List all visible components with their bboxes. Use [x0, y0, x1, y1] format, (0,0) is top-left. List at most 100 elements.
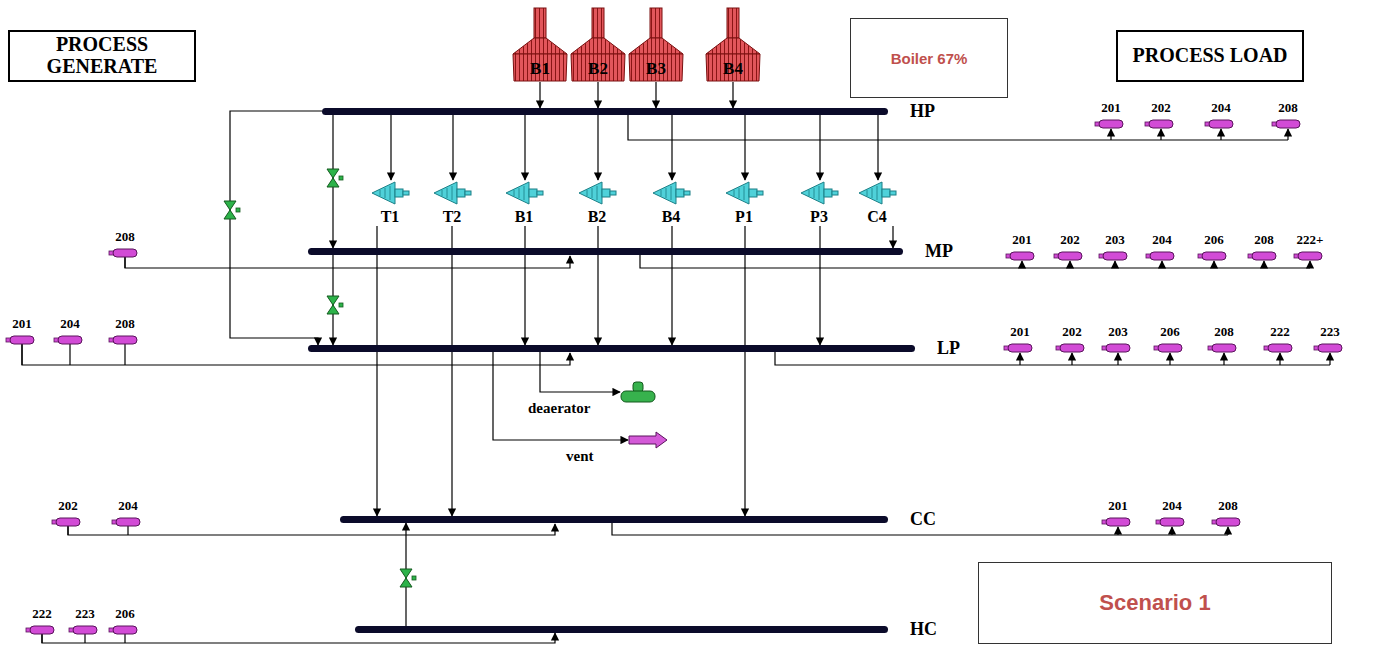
consumer-icon: [109, 626, 137, 643]
unit-number: 206: [1204, 232, 1224, 247]
unit-number: 202: [1062, 324, 1082, 339]
steam-turbine: T2: [430, 180, 474, 226]
consumer-icon: [1248, 252, 1276, 268]
turbine-blade: [447, 188, 448, 198]
unit-number: 204: [1152, 232, 1172, 247]
consumer-icon: [1198, 252, 1226, 268]
feed-stub: [1223, 353, 1224, 365]
feed-stub: [1279, 353, 1280, 365]
icon-body: [10, 336, 34, 344]
unit-label: B4: [704, 60, 762, 78]
consumer-icon: [54, 336, 82, 365]
boiler-hood: [706, 38, 760, 54]
steam-header: CC: [340, 516, 888, 523]
turbine-shaft: [676, 189, 684, 197]
unit-number: 208: [1214, 324, 1234, 339]
steam-turbine: B2: [575, 180, 619, 226]
turbine-shaft: [457, 189, 465, 197]
feed-stub: [84, 634, 85, 643]
node-label: deaerator: [528, 400, 590, 416]
turbine-blade: [592, 188, 593, 198]
turbine-blade: [597, 186, 598, 200]
turbine-symbol: [502, 180, 546, 206]
icon-body: [1252, 252, 1276, 260]
feed-stub: [67, 526, 68, 535]
unit-label: T1: [368, 208, 412, 226]
deaerator-symbol: [620, 381, 656, 403]
hp-load-line: [628, 115, 1288, 140]
feed-stub: [1019, 353, 1020, 365]
turbine-casing: [801, 182, 824, 204]
feed-stub: [1213, 261, 1214, 268]
deaerator-tank: deaerator: [620, 381, 656, 403]
consumer-icon: [1294, 252, 1322, 268]
steam-line: [230, 111, 322, 345]
valve-symbol: [327, 169, 343, 187]
steam-line: [671, 115, 672, 180]
mp-generate-line: [125, 256, 570, 268]
turbine-blade: [867, 190, 868, 196]
icon-body: [56, 518, 80, 526]
steam-line: [493, 352, 628, 440]
turbine-blade: [734, 190, 735, 196]
steam-line: [524, 115, 525, 180]
consumer-icon: [1314, 344, 1342, 365]
turbine-blade: [819, 186, 820, 200]
valve-symbol: [327, 296, 343, 314]
lp-load-line: [775, 352, 1330, 365]
boiler-load-box: Boiler 67%: [850, 18, 1008, 98]
steam-line: [597, 226, 598, 345]
consumer-icon: [1054, 252, 1082, 268]
turbine-symbol: [430, 180, 474, 206]
turbine-coupling: [684, 191, 690, 195]
steam-turbine: B4: [649, 180, 693, 226]
consumer-icon: [6, 336, 34, 365]
turbine-blade: [442, 190, 443, 196]
turbine-blade: [877, 186, 878, 200]
process-generate-box: PROCESS GENERATE: [8, 30, 196, 82]
consumer-icon: [1102, 518, 1130, 535]
feed-stub: [1110, 129, 1111, 140]
node-label: PROCESS LOAD: [1132, 45, 1287, 67]
turbine-blade: [671, 186, 672, 200]
steam-turbine: B1: [502, 180, 546, 226]
icon-body: [1268, 344, 1292, 352]
steam-turbine: P3: [797, 180, 841, 226]
node-label: Scenario 1: [1099, 590, 1210, 616]
unit-number: 208: [1278, 100, 1298, 115]
turbine-symbol: [722, 180, 766, 206]
boiler: B4: [704, 8, 762, 82]
turbine-casing: [434, 182, 457, 204]
unit-label: B3: [627, 60, 685, 78]
valve-symbol: [400, 569, 416, 587]
feed-stub: [1329, 353, 1330, 365]
turbine-casing: [859, 182, 882, 204]
unit-label: B1: [511, 60, 569, 78]
consumer-icon: [1264, 344, 1292, 365]
unit-label: B2: [569, 60, 627, 78]
unit-number: 208: [1218, 498, 1238, 513]
consumer-icon: [69, 626, 97, 643]
boiler: B1: [511, 8, 569, 82]
consumer-icon: [1208, 344, 1236, 365]
consumer-icon: [1212, 518, 1240, 535]
turbine-blade: [390, 186, 391, 200]
turbine-symbol: [368, 180, 412, 206]
unit-label: P1: [722, 208, 766, 226]
consumer-icon: [1095, 120, 1123, 140]
consumer-icon: [1154, 344, 1182, 365]
steam-line: [452, 115, 453, 180]
turbine-blade: [809, 190, 810, 196]
unit-number: 208: [115, 316, 135, 331]
consumer-icon: [1272, 120, 1300, 140]
unit-number: 222: [1270, 324, 1290, 339]
steam-line: [376, 226, 377, 516]
unit-number: 202: [1151, 100, 1171, 115]
header-label: LP: [937, 338, 960, 358]
unit-number: 204: [118, 498, 138, 513]
feed-stub: [21, 344, 22, 365]
steam-turbine: T1: [368, 180, 412, 226]
turbine-casing: [372, 182, 395, 204]
unit-number: 204: [60, 316, 80, 331]
consumer-icon: [1145, 120, 1173, 140]
